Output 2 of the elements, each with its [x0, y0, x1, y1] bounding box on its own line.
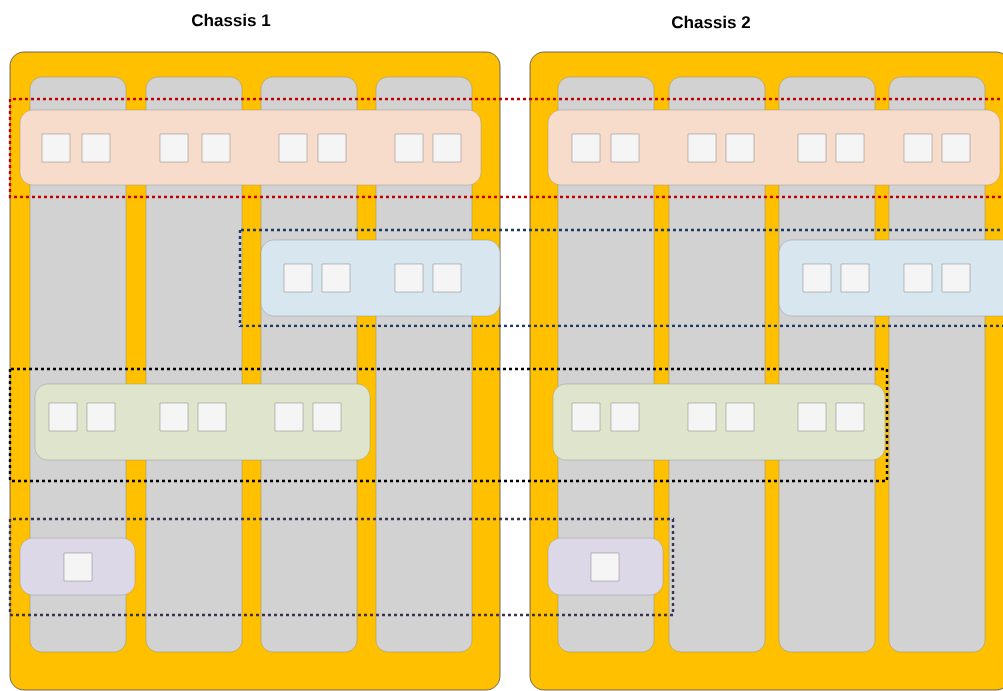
chassis-title: Chassis 2 — [672, 15, 750, 29]
chassis-title: Chassis 1 — [192, 13, 271, 27]
